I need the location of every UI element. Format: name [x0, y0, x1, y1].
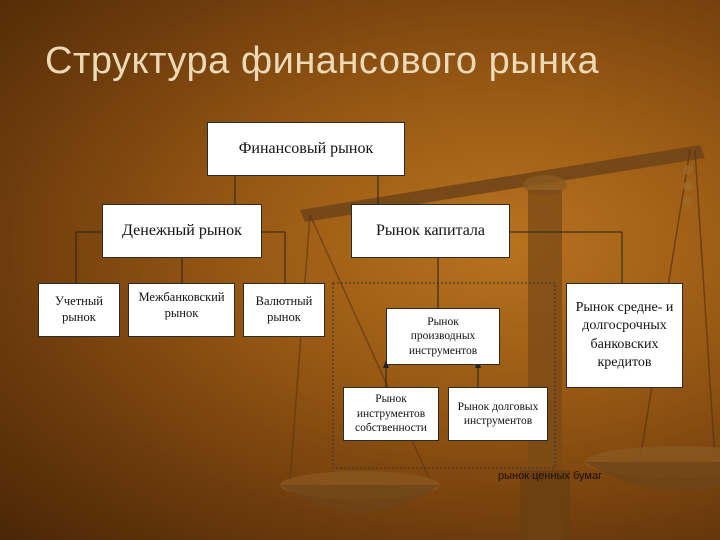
interbank-market-label: Межбанковский рынок [138, 290, 225, 320]
derivatives-market-box: Рынок производных инструментов [386, 308, 500, 365]
money-market-box: Денежный рынок [102, 204, 262, 258]
financial-market-box: Финансовый рынок [207, 122, 405, 176]
currency-market-box: Валютный рынок [243, 283, 325, 337]
accounting-market-label: Учетный рынок [55, 294, 103, 324]
equity-market-label: Рынок инструментов собственности [355, 393, 427, 435]
currency-market-label: Валютный рынок [255, 294, 313, 324]
debt-market-box: Рынок долговых инструментов [448, 387, 548, 441]
interbank-market-box: Межбанковский рынок [128, 283, 235, 337]
money-market-label: Денежный рынок [122, 222, 242, 239]
accounting-market-box: Учетный рынок [38, 283, 120, 337]
credit-market-label: Рынок средне- и долгосрочных банковских … [575, 300, 674, 370]
capital-market-label: Рынок капитала [375, 222, 486, 239]
slide-title: Структура финансового рынка [45, 40, 600, 82]
securities-market-caption: рынок ценных бумаг [498, 470, 603, 482]
capital-market-box: Рынок капитала [351, 204, 510, 258]
financial-market-label: Финансовый рынок [238, 140, 374, 157]
debt-market-label: Рынок долговых инструментов [457, 400, 539, 427]
derivatives-market-label: Рынок производных инструментов [408, 315, 478, 357]
equity-market-box: Рынок инструментов собственности [343, 387, 439, 441]
credit-market-box: Рынок средне- и долгосрочных банковских … [566, 283, 683, 388]
